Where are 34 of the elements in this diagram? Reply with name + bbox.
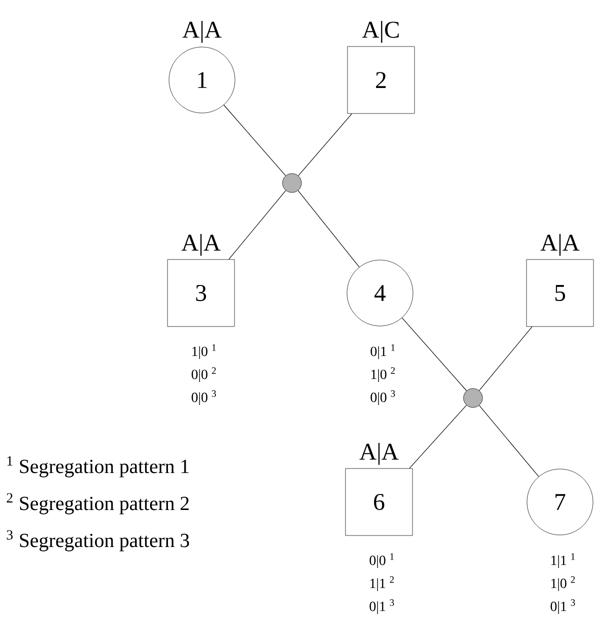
connector-line — [409, 404, 467, 469]
genotype-label: A|A — [182, 20, 222, 43]
connector-line — [478, 326, 532, 391]
haplotype-label: 0|1 $^{3}$ — [370, 599, 394, 614]
haplotype-label: 1|1 $^{1}$ — [551, 553, 575, 568]
connector-line — [228, 190, 286, 260]
genotype-label: A|C — [362, 20, 399, 43]
haplotype-label: 0|1 $^{1}$ — [370, 344, 395, 360]
legend-note: $^{3}$ Segregation pattern 3 — [6, 530, 189, 552]
haplotype-label: 1|0 $^{2}$ — [371, 367, 395, 382]
male-square: 6 — [345, 468, 413, 536]
haplotype-label: 0|0 $^{3}$ — [192, 390, 216, 406]
legend-note: $^{1}$ Segregation pattern 1 — [7, 456, 189, 478]
haplotype-label: 0|0 $^{3}$ — [370, 390, 395, 406]
connector-line — [224, 104, 286, 176]
mating-node — [282, 173, 302, 193]
genotype-label: A|A — [540, 234, 580, 256]
connector-line — [298, 190, 360, 268]
male-square: 2 — [347, 46, 415, 114]
male-square: 5 — [526, 259, 594, 327]
male-square: 3 — [167, 259, 235, 327]
connector-line — [298, 113, 352, 176]
connector-line — [402, 318, 467, 392]
haplotype-label: 1|0 $^{2}$ — [551, 576, 575, 592]
haplotype-label: 0|1 $^{3}$ — [550, 599, 575, 614]
haplotype-label: 1|1 $^{2}$ — [370, 576, 394, 592]
haplotype-label: 0|0 $^{1}$ — [370, 553, 394, 568]
haplotype-label: 1|0 $^{1}$ — [192, 344, 216, 360]
genotype-label: A|A — [360, 442, 399, 465]
legend-note: $^{2}$ Segregation pattern 2 — [6, 493, 189, 514]
haplotype-label: 0|0 $^{2}$ — [192, 367, 216, 382]
mating-node — [463, 388, 483, 408]
connector-line — [478, 405, 539, 477]
genotype-label: A|A — [182, 234, 221, 256]
